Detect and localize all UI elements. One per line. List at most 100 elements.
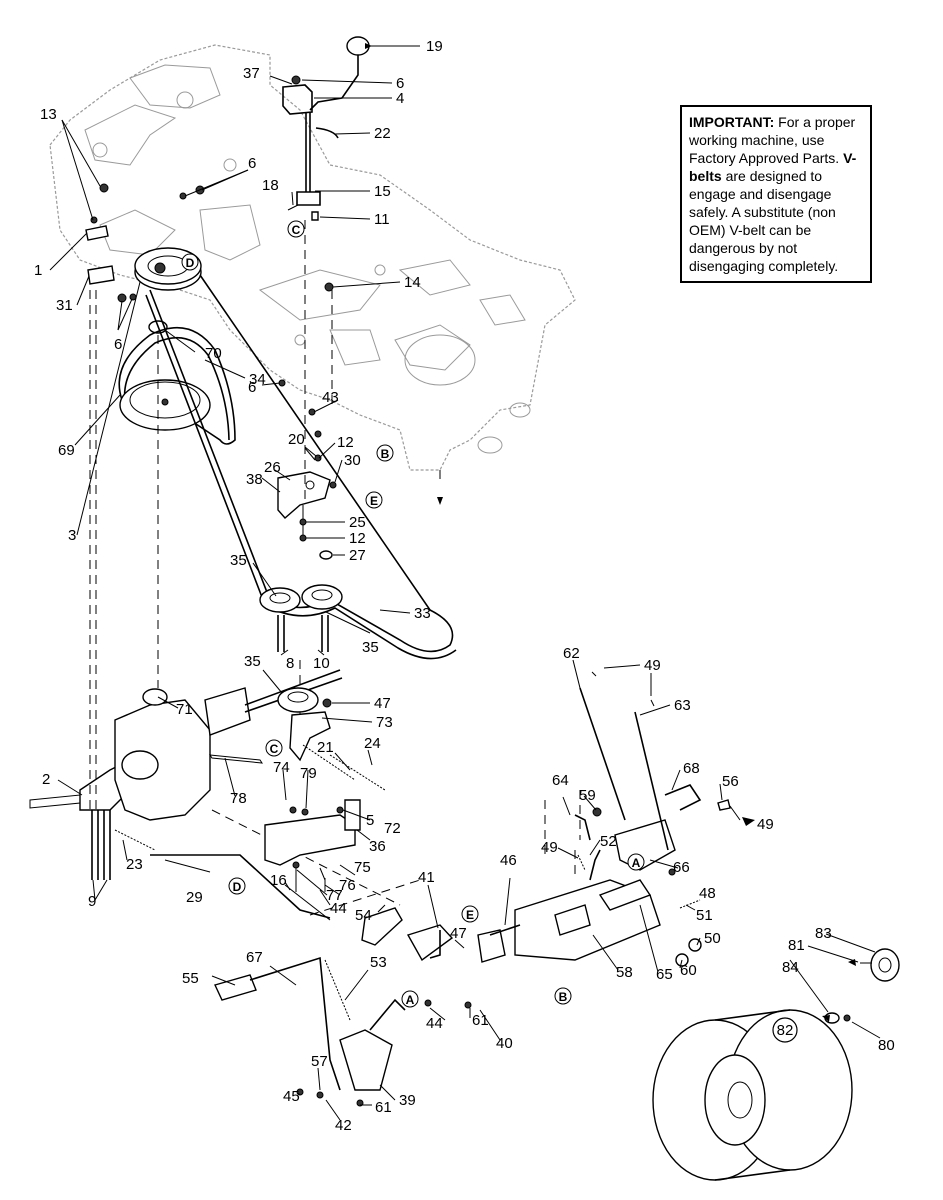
callout-e-2: E xyxy=(461,905,479,923)
part-number: 39 xyxy=(399,1092,416,1109)
part-number: 71 xyxy=(176,701,193,718)
important-label: IMPORTANT: xyxy=(689,114,775,130)
part-number: 16 xyxy=(270,872,287,889)
part-number: 51 xyxy=(696,907,713,924)
part-number: 9 xyxy=(88,893,96,910)
important-notice: IMPORTANT: For a proper working machine,… xyxy=(680,105,872,283)
part-number: 64 xyxy=(552,772,569,789)
part-number: 74 xyxy=(273,759,290,776)
part-number: 63 xyxy=(674,697,691,714)
part-number: 30 xyxy=(344,452,361,469)
part-number: 45 xyxy=(283,1088,300,1105)
part-number: 81 xyxy=(788,937,805,954)
callout-b-2: B xyxy=(554,987,572,1005)
part-number: 80 xyxy=(878,1037,895,1054)
part-number-labels: 19 37 6 4 22 6 15 18 11 13 1 31 6 70 14 … xyxy=(34,38,895,1134)
vbelts-text: are designed to engage and disengage saf… xyxy=(689,168,839,274)
part-number: 5 xyxy=(366,812,374,829)
part-number: 23 xyxy=(126,856,143,873)
part-number: 70 xyxy=(205,345,222,362)
callout-d-2: D xyxy=(228,877,246,895)
part-number: 19 xyxy=(426,38,443,55)
part-number: 49 xyxy=(757,816,774,833)
callout-text: E xyxy=(370,494,378,508)
part-number: 46 xyxy=(500,852,517,869)
part-number: 12 xyxy=(349,530,366,547)
part-number: 6 xyxy=(248,379,256,396)
part-number: 26 xyxy=(264,459,281,476)
callout-text: A xyxy=(406,993,415,1007)
part-number: 61 xyxy=(472,1012,489,1029)
part-number: 72 xyxy=(384,820,401,837)
tractor-frame xyxy=(49,44,576,471)
part-number: 2 xyxy=(42,771,50,788)
callout-text: E xyxy=(466,908,474,922)
part-number: 84 xyxy=(782,959,799,976)
part-number: 79 xyxy=(300,765,317,782)
callout-text: B xyxy=(381,447,390,461)
bracket-and-rod xyxy=(208,754,361,892)
part-number: 49 xyxy=(644,657,661,674)
leader-lines xyxy=(49,45,881,1121)
callout-d-1: D xyxy=(181,253,199,271)
part-number: 34 xyxy=(249,371,266,388)
callout-letters: D C B E C D E A B A xyxy=(181,220,645,1008)
part-number: 27 xyxy=(349,547,366,564)
part-number: 48 xyxy=(699,885,716,902)
callout-text: B xyxy=(559,990,568,1004)
part-number: 10 xyxy=(313,655,330,672)
part-number: 73 xyxy=(376,714,393,731)
pedal-assembly xyxy=(214,907,506,1107)
callout-c-1: C xyxy=(287,220,305,238)
shift-lever-assembly xyxy=(282,36,370,221)
part-number: 42 xyxy=(335,1117,352,1134)
part-number: 54 xyxy=(355,907,372,924)
part-number: 38 xyxy=(246,471,263,488)
part-number: 43 xyxy=(322,389,339,406)
lift-rods xyxy=(579,671,669,851)
part-number: 65 xyxy=(656,966,673,983)
part-number: 58 xyxy=(616,964,633,981)
part-number: 49 xyxy=(541,839,558,856)
part-number: 75 xyxy=(354,859,371,876)
part-number: 24 xyxy=(364,735,381,752)
part-number: 33 xyxy=(414,605,431,622)
drive-belt-assembly xyxy=(134,247,457,660)
wheel-callout: 82 xyxy=(772,1017,798,1043)
part-number: 78 xyxy=(230,790,247,807)
part-number: 41 xyxy=(418,869,435,886)
part-number: 40 xyxy=(496,1035,513,1052)
part-number: 44 xyxy=(330,900,347,917)
rear-wheel xyxy=(652,948,900,1181)
part-number: 56 xyxy=(722,773,739,790)
part-number: 36 xyxy=(369,838,386,855)
part-number: 8 xyxy=(286,655,294,672)
part-number: 6 xyxy=(248,155,256,172)
part-number: 47 xyxy=(374,695,391,712)
brake-rod xyxy=(114,829,331,921)
part-number: 76 xyxy=(339,877,356,894)
part-number: 77 xyxy=(326,887,343,904)
callout-text: D xyxy=(186,256,195,270)
part-number: 68 xyxy=(683,760,700,777)
callout-text: A xyxy=(632,856,641,870)
important-text: For a proper working machine, use Factor… xyxy=(689,114,856,166)
part-number: 35 xyxy=(244,653,261,670)
transaxle xyxy=(29,669,343,880)
part-number: 44 xyxy=(426,1015,443,1032)
part-number: 6 xyxy=(396,75,404,92)
part-number: 31 xyxy=(56,297,73,314)
part-number: 83 xyxy=(815,925,832,942)
part-number: 67 xyxy=(246,949,263,966)
part-number: 14 xyxy=(404,274,421,291)
hardware-upper-left xyxy=(85,183,334,438)
idler-bracket xyxy=(277,447,337,560)
callout-text: C xyxy=(292,223,301,237)
callout-e-1: E xyxy=(365,491,383,509)
part-number: 59 xyxy=(579,787,596,804)
part-number: 1 xyxy=(34,262,42,279)
part-number: 35 xyxy=(362,639,379,656)
part-number: 21 xyxy=(317,739,334,756)
part-number: 60 xyxy=(680,962,697,979)
part-number: 50 xyxy=(704,930,721,947)
